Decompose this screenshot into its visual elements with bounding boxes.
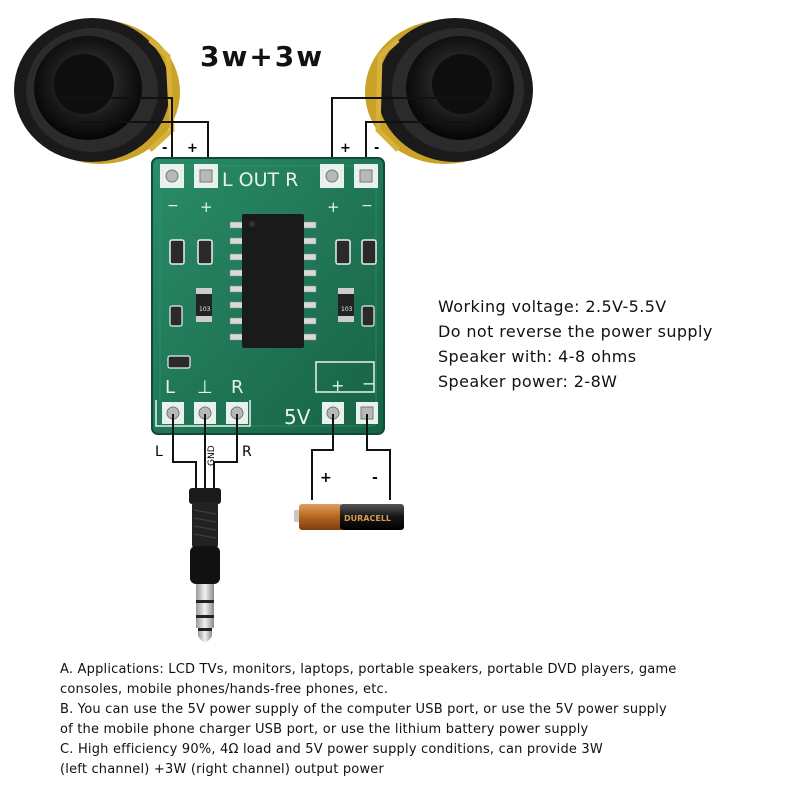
power-rating-title: 3w+3w xyxy=(200,40,325,73)
amplifier-pcb: L OUT R − + + − xyxy=(151,157,385,435)
note-line: (left channel) +3W (right channel) outpu… xyxy=(60,762,385,777)
left-speaker-plus-label: + xyxy=(187,141,198,156)
spec-speaker-power: Speaker power: 2-8W xyxy=(438,372,618,391)
right-out-plus-mark: + xyxy=(327,198,340,216)
amplifier-chip xyxy=(229,214,317,348)
power-plus-mark: + xyxy=(331,376,344,395)
input-left-label: L xyxy=(165,377,175,398)
audio-jack-icon xyxy=(189,488,221,642)
note-line: of the mobile phone charger USB port, or… xyxy=(60,722,589,737)
spec-working-voltage: Working voltage: 2.5V-5.5V xyxy=(438,297,667,316)
audio-input-wires xyxy=(172,414,238,490)
smd-components xyxy=(167,239,377,369)
specifications-list: Working voltage: 2.5V-5.5V Do not revers… xyxy=(438,294,713,394)
left-out-plus-mark: + xyxy=(200,198,213,216)
input-right-label: R xyxy=(231,377,244,398)
note-line: B. You can use the 5V power supply of th… xyxy=(60,702,667,717)
application-notes: A. Applications: LCD TVs, monitors, lapt… xyxy=(60,660,765,780)
battery-brand-label: DURACELL xyxy=(344,514,391,523)
battery-icon: DURACELL xyxy=(294,504,404,530)
right-speaker-minus-label: - xyxy=(374,141,379,156)
note-line: consoles, mobile phones/hands-free phone… xyxy=(60,682,389,697)
right-speaker-icon xyxy=(365,18,533,164)
right-speaker-plus-label: + xyxy=(340,141,351,156)
right-out-minus-mark: − xyxy=(361,198,373,214)
spec-reverse-warning: Do not reverse the power supply xyxy=(438,322,713,341)
spec-speaker-impedance: Speaker with: 4-8 ohms xyxy=(438,347,637,366)
power-pads xyxy=(322,402,378,424)
left-speaker-icon xyxy=(14,18,180,164)
jack-right-label: R xyxy=(242,444,252,460)
input-pads xyxy=(162,402,248,424)
jack-left-label: L xyxy=(155,444,163,460)
output-pads xyxy=(160,164,378,188)
note-line: C. High efficiency 90%, 4Ω load and 5V p… xyxy=(60,742,603,757)
left-out-minus-mark: − xyxy=(167,198,179,214)
power-voltage-label: 5V xyxy=(284,405,311,429)
output-label: L OUT R xyxy=(222,169,298,191)
left-resistor-code: 103 xyxy=(199,306,211,313)
right-resistor-code: 103 xyxy=(341,306,353,313)
battery-minus-label: - xyxy=(372,470,378,486)
battery-plus-label: + xyxy=(320,470,332,486)
jack-gnd-label: GND xyxy=(207,445,217,466)
note-line: A. Applications: LCD TVs, monitors, lapt… xyxy=(60,662,677,677)
power-minus-mark: − xyxy=(362,374,375,393)
power-wires xyxy=(311,414,391,500)
left-speaker-minus-label: - xyxy=(162,141,167,156)
input-gnd-symbol: ⊥ xyxy=(197,377,213,398)
